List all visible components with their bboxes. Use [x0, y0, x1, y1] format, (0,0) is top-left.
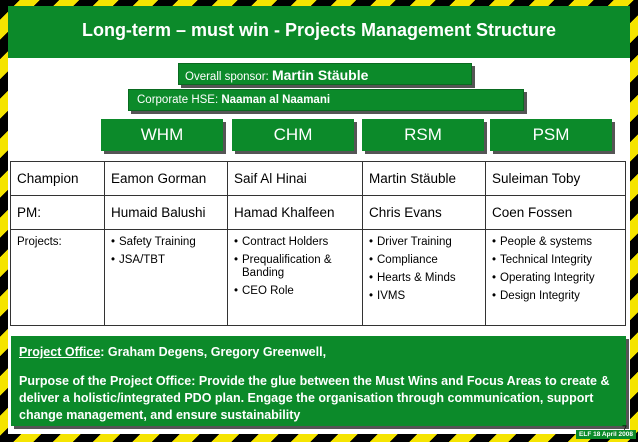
- list-item: JSA/TBT: [111, 254, 221, 267]
- pm-whm: Humaid Balushi: [104, 195, 228, 230]
- champion-whm: Eamon Gorman: [104, 161, 228, 196]
- sponsor-name: Martin Stäuble: [271, 67, 369, 83]
- champion-chm: Saif Al Hinai: [227, 161, 363, 196]
- pm-psm: Coen Fossen: [485, 195, 626, 230]
- project-office-names: : Graham Degens, Gregory Greenwell,: [100, 345, 327, 359]
- list-item: Driver Training: [369, 236, 479, 249]
- list-item: CEO Role: [234, 285, 356, 298]
- table-row-projects: Projects: Safety Training JSA/TBT Contra…: [10, 229, 626, 326]
- row-label-champion: Champion: [10, 161, 105, 196]
- list-item: Compliance: [369, 254, 479, 267]
- projects-whm: Safety Training JSA/TBT: [104, 229, 228, 326]
- date-stamp: ELF 18 April 2008: [576, 430, 636, 439]
- champion-psm: Suleiman Toby: [485, 161, 626, 196]
- table-row-pm: PM: Humaid Balushi Hamad Khalfeen Chris …: [10, 195, 626, 230]
- list-item: Safety Training: [111, 236, 221, 249]
- list-item: Prequalification & Banding: [234, 254, 356, 280]
- area-rsm: RSM: [362, 119, 484, 151]
- slide-title: Long-term – must win - Projects Manageme…: [81, 20, 557, 40]
- sponsor-box: Overall sponsor: Martin Stäuble: [178, 63, 472, 85]
- sponsor-label: Overall sponsor:: [185, 71, 272, 83]
- hse-box: Corporate HSE: Naaman al Naamani: [128, 89, 524, 111]
- pm-rsm: Chris Evans: [362, 195, 486, 230]
- table-row-champion: Champion Eamon Gorman Saif Al Hinai Mart…: [10, 161, 626, 196]
- projects-chm: Contract Holders Prequalification & Band…: [227, 229, 363, 326]
- hse-name: Naaman al Naamani: [221, 94, 331, 106]
- project-office-header: Project Office: Graham Degens, Gregory G…: [19, 344, 618, 361]
- list-item: Hearts & Minds: [369, 272, 479, 285]
- hse-label: Corporate HSE:: [137, 94, 222, 106]
- page-number: 7: [621, 424, 627, 434]
- list-item: Contract Holders: [234, 236, 356, 249]
- list-item: Operating Integrity: [492, 272, 619, 285]
- structure-table: Champion Eamon Gorman Saif Al Hinai Mart…: [10, 161, 626, 326]
- list-item: IVMS: [369, 290, 479, 303]
- pm-chm: Hamad Khalfeen: [227, 195, 363, 230]
- list-item: People & systems: [492, 236, 619, 249]
- list-item: Technical Integrity: [492, 254, 619, 267]
- row-label-projects: Projects:: [10, 229, 105, 326]
- project-office-purpose: Purpose of the Project Office: Provide t…: [19, 374, 610, 422]
- area-chm: CHM: [232, 119, 354, 151]
- project-office-label: Project Office: [19, 345, 101, 359]
- row-label-pm: PM:: [10, 195, 105, 230]
- project-office-box: Project Office: Graham Degens, Gregory G…: [11, 336, 626, 426]
- projects-psm: People & systems Technical Integrity Ope…: [485, 229, 626, 326]
- projects-rsm: Driver Training Compliance Hearts & Mind…: [362, 229, 486, 326]
- title-bar: Long-term – must win - Projects Manageme…: [8, 6, 630, 58]
- slide: Long-term – must win - Projects Manageme…: [8, 6, 630, 434]
- area-psm: PSM: [490, 119, 612, 151]
- list-item: Design Integrity: [492, 290, 619, 303]
- champion-rsm: Martin Stäuble: [362, 161, 486, 196]
- area-whm: WHM: [101, 119, 223, 151]
